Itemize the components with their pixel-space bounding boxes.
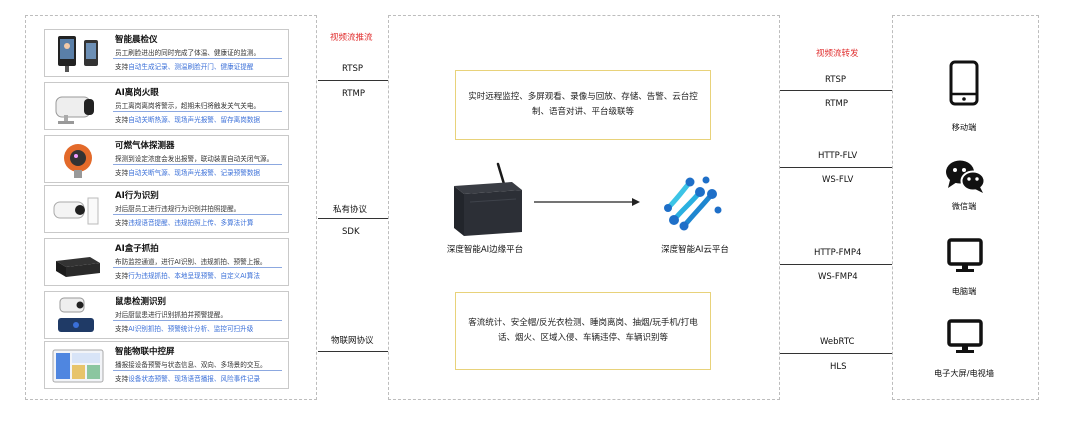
device-divider — [113, 320, 282, 321]
device-title: AI行为识别 — [115, 191, 159, 201]
rtsp-rtmp-out-arrow — [780, 90, 892, 91]
sdk-label: SDK — [342, 227, 360, 237]
client-label-mobile: 移动端 — [951, 122, 977, 132]
device-divider — [113, 267, 282, 268]
support-prefix: 支持 — [115, 63, 129, 71]
support-items: 设备状态预警、现场语音播报、风险事件记录 — [128, 375, 261, 383]
client-label-pc: 电脑端 — [951, 286, 977, 296]
device-title: 智能晨检仪 — [115, 35, 158, 45]
private-protocol-label: 私有协议 — [333, 205, 368, 215]
support-prefix: 支持 — [115, 375, 129, 383]
iot-protocol-arrow — [318, 351, 388, 352]
rtsp-out-label: RTSP — [825, 75, 847, 85]
device-title: 智能物联中控屏 — [115, 347, 175, 357]
device-description: 员工刷脸进出的同时完成了体温、健康证的监测。 — [115, 49, 261, 57]
device-card: AI离岗火眼员工离岗离岗将警示，超期未归将触发关气关电。支持自动关断热源、现场声… — [44, 82, 289, 130]
device-divider — [113, 164, 282, 165]
support-items: 自动关断热源、现场声光报警、留存离岗数据 — [128, 116, 261, 124]
client-label-wechat: 微信端 — [951, 201, 977, 211]
client-label-big-screen: 电子大屏/电视墙 — [933, 368, 995, 378]
support-items: AI识别抓拍、预警统计分析、监控可扫升级 — [128, 325, 254, 333]
edge-server-icon — [454, 162, 522, 236]
device-divider — [113, 58, 282, 59]
monitoring-features-text: 实时远程监控、多屏观看、录像与回放、存储、告警、云台控制、语音对讲、平台级联等 — [468, 92, 698, 117]
ai-algorithms-text: 客流统计、安全帽/反光衣检测、睡岗离岗、抽烟/玩手机/打电话、烟火、区域入侵、车… — [468, 318, 698, 343]
ai-box-icon — [50, 243, 106, 283]
stream-forward-label: 视频流转发 — [816, 49, 859, 59]
device-title: 可燃气体探测器 — [115, 141, 175, 151]
http-flv-label: HTTP-FLV — [818, 151, 858, 161]
flv-out-arrow — [780, 167, 892, 168]
platform-panel — [388, 15, 780, 400]
device-divider — [113, 370, 282, 371]
device-card: 鼠患检测识别对后厨鼠患进行识别抓拍并预警提醒。支持AI识别抓拍、预警统计分析、监… — [44, 291, 289, 339]
rtmp-in-label: RTMP — [342, 89, 365, 99]
hls-label: HLS — [830, 362, 847, 372]
device-title: AI离岗火眼 — [115, 88, 159, 98]
device-support: 支持违规语音提醒、违规拍照上传、多算法计算 — [115, 217, 253, 227]
device-title: AI盒子抓拍 — [115, 244, 159, 254]
device-description: 探测到设定浓度会发出报警，联动装置自动关闭气源。 — [115, 155, 274, 163]
control-screen-icon — [50, 346, 106, 386]
devices-panel — [25, 15, 317, 400]
rtsp-in-arrow — [318, 80, 388, 81]
webrtc-hls-out-arrow — [780, 353, 892, 354]
device-card: 可燃气体探测器探测到设定浓度会发出报警，联动装置自动关闭气源。支持自动关断气源、… — [44, 135, 289, 183]
support-prefix: 支持 — [115, 325, 129, 333]
device-card: 智能晨检仪员工刷脸进出的同时完成了体温、健康证的监测。支持自动生成记录、测温刷脸… — [44, 29, 289, 77]
wechat-icon — [946, 160, 986, 193]
support-prefix: 支持 — [115, 219, 129, 227]
private-protocol-arrow — [318, 218, 388, 219]
big-screen-icon — [947, 319, 983, 353]
tablet-kiosk-icon — [50, 34, 106, 74]
device-card: 智能物联中控屏播报接设备预警与状态信息、双向、多场景的交互。支持设备状态预警、现… — [44, 341, 289, 389]
device-description: 布防监控通道，进行AI识别、违规抓拍、预警上报。 — [115, 258, 267, 266]
device-card: AI行为识别对后厨员工进行违规行为识别并拍照提醒。支持违规语音提醒、违规拍照上传… — [44, 185, 289, 233]
stream-push-label: 视频流推流 — [330, 33, 373, 43]
device-card: AI盒子抓拍布防监控通道，进行AI识别、违规抓拍、预警上报。支持行为违规抓拍、本… — [44, 238, 289, 286]
smartphone-icon — [949, 60, 979, 106]
webrtc-label: WebRTC — [820, 337, 855, 347]
ws-fmp4-label: WS-FMP4 — [818, 272, 858, 282]
device-support: 支持AI识别抓拍、预警统计分析、监控可扫升级 — [115, 323, 253, 333]
edge-to-cloud-arrow — [534, 198, 640, 206]
edge-platform-label: 深度智能AI边缘平台 — [446, 245, 524, 255]
http-fmp4-label: HTTP-FMP4 — [814, 248, 862, 258]
iot-protocol-label: 物联网协议 — [331, 336, 374, 346]
support-items: 自动关断气源、现场声光报警、记录预警数据 — [128, 169, 261, 177]
device-support: 支持自动关断热源、现场声光报警、留存离岗数据 — [115, 114, 260, 124]
device-divider — [113, 111, 282, 112]
cloud-platform-label: 深度智能AI云平台 — [661, 245, 729, 255]
device-description: 对后厨员工进行违规行为识别并拍照提醒。 — [115, 205, 241, 213]
ai-algorithms-box: 客流统计、安全帽/反光衣检测、睡岗离岗、抽烟/玩手机/打电话、烟火、区域入侵、车… — [455, 292, 711, 370]
clients-panel — [892, 15, 1039, 400]
monitoring-features-box: 实时远程监控、多屏观看、录像与回放、存储、告警、云台控制、语音对讲、平台级联等 — [455, 70, 711, 140]
support-prefix: 支持 — [115, 169, 129, 177]
behavior-camera-icon — [50, 190, 106, 230]
device-support: 支持设备状态预警、现场语音播报、风险事件记录 — [115, 373, 260, 383]
ws-flv-label: WS-FLV — [822, 175, 854, 185]
rodent-camera-icon — [50, 296, 106, 336]
monitor-icon — [947, 238, 983, 272]
device-divider — [113, 214, 282, 215]
support-prefix: 支持 — [115, 272, 129, 280]
device-support: 支持自动生成记录、测温刷脸开门、健康证提醒 — [115, 61, 253, 71]
device-support: 支持自动关断气源、现场声光报警、记录预警数据 — [115, 167, 260, 177]
rtsp-in-label: RTSP — [342, 64, 364, 74]
device-support: 支持行为违规抓拍、本地呈现预警、自定义AI算法 — [115, 270, 260, 280]
support-prefix: 支持 — [115, 116, 129, 124]
device-description: 员工离岗离岗将警示，超期未归将触发关气关电。 — [115, 102, 261, 110]
cloud-platform-logo-icon — [664, 176, 722, 231]
device-title: 鼠患检测识别 — [115, 297, 167, 307]
device-description: 播报接设备预警与状态信息、双向、多场景的交互。 — [115, 361, 267, 369]
device-description: 对后厨鼠患进行识别抓拍并预警提醒。 — [115, 311, 228, 319]
support-items: 违规语音提醒、违规拍照上传、多算法计算 — [128, 219, 254, 227]
fmp4-out-arrow — [780, 264, 892, 265]
gas-detector-icon — [50, 140, 106, 180]
rtmp-out-label: RTMP — [825, 99, 848, 109]
support-items: 自动生成记录、测温刷脸开门、健康证提醒 — [128, 63, 254, 71]
bullet-camera-icon — [50, 87, 106, 127]
support-items: 行为违规抓拍、本地呈现预警、自定义AI算法 — [128, 272, 260, 280]
